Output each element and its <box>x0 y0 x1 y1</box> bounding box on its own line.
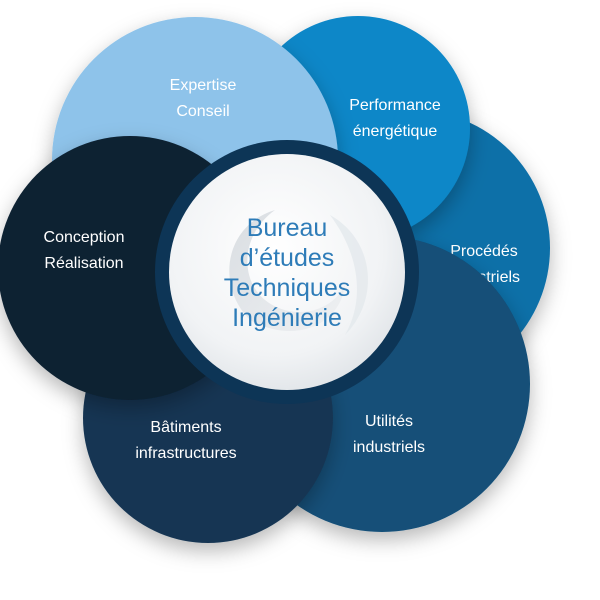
petal-label-line: Utilités <box>365 413 413 430</box>
petal-label-utilites: Utilités industriels <box>353 413 425 456</box>
petals-group: Procédés industriels Performance énergétiqu… <box>0 16 550 543</box>
petal-label-performance: Performance énergétique <box>349 97 441 140</box>
center-swirl-decoration <box>229 210 345 332</box>
petal-label-line: infrastructures <box>135 445 236 462</box>
petal-label-line: Réalisation <box>44 255 123 272</box>
center-title-line: Bureau <box>247 214 328 242</box>
petal-label-line: industriels <box>353 439 425 456</box>
center-title-line: d’études <box>240 244 335 272</box>
petal-label-line: énergétique <box>353 123 438 140</box>
petal-label-line: Bâtiments <box>150 419 221 436</box>
center-title-line: Techniques <box>224 274 350 302</box>
petal-label-line: Performance <box>349 97 441 114</box>
center-swirl-decoration-2 <box>330 215 368 335</box>
petal-label-line: Procédés <box>450 243 518 260</box>
center-title-line: Ingénierie <box>232 304 342 332</box>
petal-label-batiments: Bâtiments infrastructures <box>135 419 236 462</box>
center-disc <box>169 154 405 390</box>
petal-label-line: Conception <box>44 229 125 246</box>
petal-label-line: Conseil <box>176 103 229 120</box>
petal-label-line: Expertise <box>170 77 237 94</box>
